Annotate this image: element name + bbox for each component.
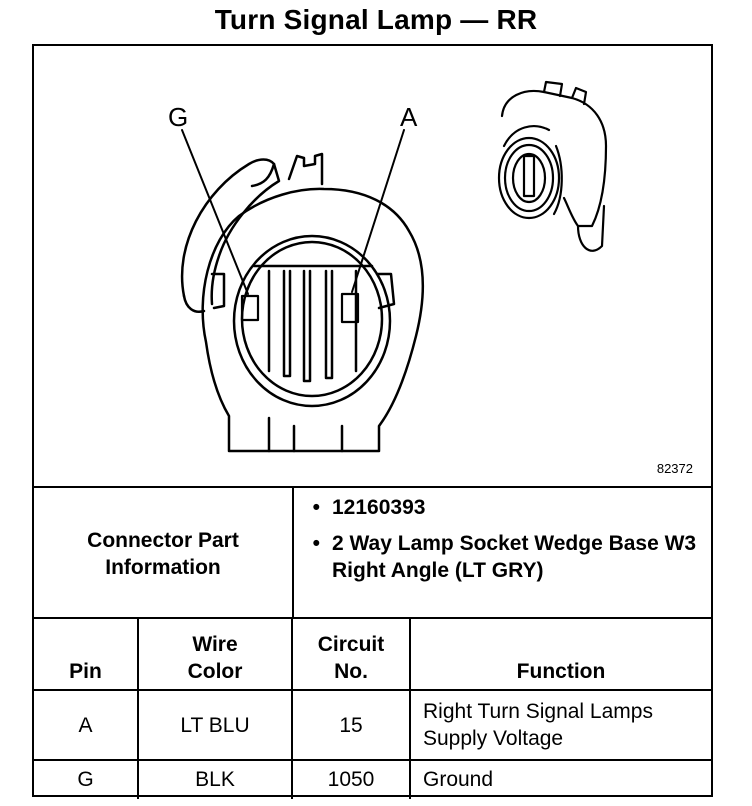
connector-card: G A 82372 Connector Part Information • 1… [32,44,713,799]
cell-pin: A [34,689,139,761]
figure-id: 82372 [656,461,693,476]
connector-info-list: • 12160393 • 2 Way Lamp Socket Wedge Bas… [294,494,704,593]
header-function: Function [409,617,711,691]
connector-diagram: G A 82372 [34,46,711,486]
table-row: G BLK 1050 Ground [34,759,711,799]
connector-info-label: Connector Part Information [34,488,294,619]
bullet-icon: • [312,532,320,555]
cell-wire-color: BLK [137,759,293,799]
pin-label-a: A [400,102,418,132]
list-item: • 12160393 [294,494,704,521]
connector-face-drawing [180,80,608,453]
header-wire-color: Wire Color [137,617,293,691]
header-circuit: Circuit No. [291,617,411,691]
table-row: A LT BLU 15 Right Turn Signal Lamps Supp… [34,689,711,761]
header-pin: Pin [34,617,139,691]
cell-wire-color: LT BLU [137,689,293,761]
cell-circuit: 1050 [291,759,411,799]
pin-label-g: G [168,102,189,132]
cell-pin: G [34,759,139,799]
connector-info-row: Connector Part Information • 12160393 • … [34,486,711,619]
page-title: Turn Signal Lamp — RR [214,4,538,35]
bullet-icon: • [312,496,320,519]
cell-function: Ground [409,759,711,799]
list-item: • 2 Way Lamp Socket Wedge Base W3 Right … [294,530,704,584]
table-header-row: Pin Wire Color Circuit No. Function [34,617,711,691]
cell-circuit: 15 [291,689,411,761]
cell-function: Right Turn Signal Lamps Supply Voltage [409,689,711,761]
pin-table: Pin Wire Color Circuit No. Function A LT… [34,617,711,799]
